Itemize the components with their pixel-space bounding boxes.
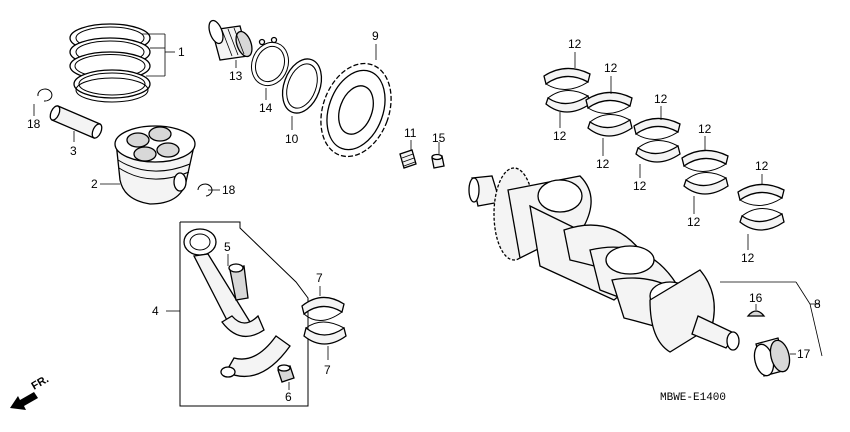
main-bearing-pair-4 [681,149,729,195]
snap-ring [250,36,290,87]
callout-1: 1 [178,45,185,59]
cam-chain-sprocket [320,62,392,158]
callout-12-e: 12 [654,92,668,106]
callout-8: 8 [814,297,821,311]
callout-12-h: 12 [687,215,701,229]
callout-lines-8 [720,281,823,357]
callout-18-right: 18 [222,183,236,197]
main-bearing-pair-2 [585,91,633,137]
callout-7-upper: 7 [316,271,323,285]
callout-12-g: 12 [698,122,712,136]
callout-7-lower: 7 [324,363,331,377]
callout-10: 10 [285,132,299,146]
callout-12-a: 12 [568,37,582,51]
main-bearing-pair-5 [737,183,785,231]
callout-11: 11 [404,126,417,140]
piston-pin-clip-lower [197,183,213,197]
callout-17: 17 [797,347,811,361]
crankshaft-bearing [753,337,791,377]
connecting-rod-bolt [228,263,249,301]
callout-12-i: 12 [755,159,769,173]
callout-lines-12 [559,52,763,250]
spring [399,149,417,169]
connecting-rod-cap [220,335,291,378]
callout-12-b: 12 [553,129,567,143]
dowel-pin [431,153,445,169]
needle-bearing [208,19,253,61]
diagram-code: MBWE-E1400 [660,392,726,404]
callout-5: 5 [224,240,231,254]
callout-13: 13 [229,69,243,83]
piston-pin-clip-upper [37,88,53,102]
connecting-rod-bearing-lower [303,321,347,345]
callout-lines-1 [142,33,175,77]
callout-12-d: 12 [596,157,610,171]
callout-6: 6 [285,390,292,404]
front-direction-label: FR. [30,373,51,392]
connecting-rod-box [179,221,309,407]
connecting-rod-bearing-upper [301,296,345,321]
callout-12-j: 12 [741,251,755,265]
callout-2: 2 [91,177,98,191]
callout-14: 14 [259,101,273,115]
connecting-rod-nut [277,364,295,383]
piston-pin [49,105,103,139]
callout-4: 4 [152,304,159,318]
piston [114,125,196,205]
callout-12-c: 12 [604,61,618,75]
crankshaft [468,167,740,353]
callout-12-f: 12 [633,179,647,193]
callout-15: 15 [432,131,446,145]
callout-9: 9 [372,29,379,43]
callout-3: 3 [70,144,77,158]
callout-16: 16 [749,291,763,305]
connecting-rod [183,228,265,338]
main-bearing-pair-1 [543,67,591,113]
piston-rings [69,23,151,103]
main-bearing-pair-3 [633,117,681,163]
callout-18-left: 18 [27,117,41,131]
woodruff-key [746,310,766,317]
front-direction-arrow-icon [10,392,38,410]
thrust-washer [281,58,323,114]
